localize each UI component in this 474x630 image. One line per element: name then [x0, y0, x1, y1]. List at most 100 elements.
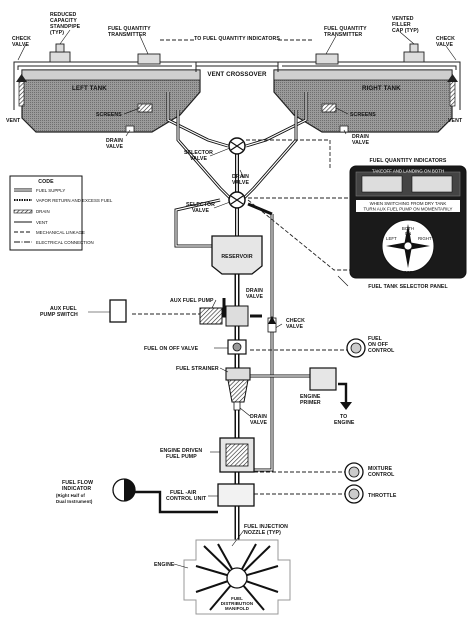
mixture-control-knob[interactable]	[344, 462, 364, 482]
label-check-valve-left-1: CHECK	[12, 36, 31, 42]
selector-both-on-label: ON	[405, 231, 412, 236]
right-fuel-gauge	[411, 175, 453, 193]
label-engine: ENGINE	[154, 562, 175, 568]
fuel-tank-selector-panel: TAKEOFF AND LANDING ON BOTH WHEN SWITCHI…	[349, 165, 467, 279]
label-fuel-air-control-2: CONTROL UNIT	[166, 496, 207, 502]
panel-warning-line-2: TURN AUX FUEL PUMP ON MOMENTARILY	[364, 207, 453, 212]
fuel-flow-indicator	[112, 478, 136, 502]
label-reduced-capacity-4: (TYP)	[50, 30, 64, 36]
throttle-knob[interactable]	[344, 484, 364, 504]
label-fuel-tank-selector-panel: FUEL TANK SELECTOR PANEL	[368, 284, 448, 290]
label-drain-valve-left-2: VALVE	[106, 144, 123, 150]
label-drain-valve-left-1: DRAIN	[106, 138, 123, 144]
legend-item: DRAIN	[36, 209, 50, 214]
label-reduced-capacity-1: REDUCED	[50, 12, 77, 18]
label-check-valve-right-2: VALVE	[436, 42, 453, 48]
label-to-indicators: TO FUEL QUANTITY INDICATORS	[194, 36, 280, 42]
screens	[125, 103, 349, 133]
panel-warning-line-1: WHEN SWITCHING FROM DRY TANK	[370, 201, 447, 206]
engine-driven-fuel-pump	[219, 437, 255, 473]
label-check-valve-mid-2: VALVE	[286, 324, 303, 330]
labels: REDUCED CAPACITY STANDPIPE (TYP) CHECK V…	[6, 12, 463, 611]
label-selector-valve-1-2: VALVE	[190, 156, 207, 162]
aux-fuel-pump-switch[interactable]	[109, 299, 127, 323]
label-fuel-strainer: FUEL STRAINER	[176, 366, 219, 372]
label-drain-valve-strainer-1: DRAIN	[250, 414, 267, 420]
legend-item: FUEL SUPPLY	[36, 188, 65, 193]
left-fuel-gauge	[361, 175, 403, 193]
label-check-valve-right-1: CHECK	[436, 36, 455, 42]
reservoir	[211, 235, 263, 275]
label-fuel-on-off-control-1: FUEL	[368, 336, 383, 342]
selector-off-label: OFF	[404, 270, 413, 275]
panel-top-text: TAKEOFF AND LANDING ON BOTH	[372, 169, 444, 174]
label-manifold-1: FUEL	[231, 596, 243, 601]
label-vented-filler-1: VENTED	[392, 16, 414, 22]
label-fuel-flow-indicator-4: Dual Instrument)	[56, 499, 93, 504]
label-fqt-left-1: FUEL QUANTITY	[108, 26, 151, 32]
vent-lines	[13, 61, 461, 110]
label-reduced-capacity-3: STANDPIPE	[50, 24, 81, 30]
check-valve-arrow	[267, 316, 277, 333]
label-right-tank: RIGHT TANK	[362, 85, 401, 92]
label-screens-left: SCREENS	[96, 112, 122, 118]
legend: CODE FUEL SUPPLY VAPOR RETURN AND EXCESS…	[9, 175, 113, 251]
label-fuel-on-off-control-3: CONTROL	[368, 348, 395, 354]
engine	[183, 539, 291, 615]
label-selector-valve-2-2: VALVE	[192, 208, 209, 214]
label-check-valve-left-2: VALVE	[12, 42, 29, 48]
label-fuel-quantity-indicators: FUEL QUANTITY INDICATORS	[370, 158, 447, 164]
label-drain-valve-right-1: DRAIN	[352, 134, 369, 140]
label-aux-fuel-pump-switch-1: AUX FUEL	[50, 306, 77, 312]
label-engine-driven-pump-1: ENGINE DRIVEN	[160, 448, 202, 454]
label-fqt-right-2: TRANSMITTER	[324, 32, 362, 38]
legend-item: MECHANICAL LINKAGE	[36, 230, 85, 235]
legend-swatch-drain	[13, 209, 33, 214]
engine-primer	[309, 367, 352, 410]
label-fuel-on-off-control-2: ON OFF	[368, 342, 388, 348]
label-selector-valve-2-1: SELECTOR	[186, 202, 215, 208]
label-aux-fuel-pump-switch-2: PUMP SWITCH	[40, 312, 78, 318]
selector-valve-2	[228, 191, 246, 209]
label-fuel-injection-nozzle-2: NOZZLE (TYP)	[244, 530, 281, 536]
vent-arrows	[16, 74, 458, 107]
leader-lines	[17, 29, 457, 569]
fuel-air-control-unit	[217, 483, 255, 507]
selector-right-label: RIGHT	[418, 236, 432, 241]
fuel-strainer	[225, 367, 251, 411]
legend-item: VENT	[36, 220, 48, 225]
label-fqt-left-2: TRANSMITTER	[108, 32, 146, 38]
label-fuel-flow-indicator-2: INDICATOR	[62, 486, 91, 492]
fuel-on-off-valve	[227, 339, 247, 355]
label-fqt-right-1: FUEL QUANTITY	[324, 26, 367, 32]
label-engine-driven-pump-2: FUEL PUMP	[166, 454, 197, 460]
label-drain-valve-res-1: DRAIN	[246, 288, 263, 294]
label-vented-filler-2: FILLER	[392, 22, 411, 28]
tank-top-fittings	[49, 43, 425, 65]
label-to-engine-1: TO	[340, 414, 347, 420]
label-drain-valve-right-2: VALVE	[352, 140, 369, 146]
label-drain-valve-strainer-2: VALVE	[250, 420, 267, 426]
label-reservoir: RESERVOIR	[221, 254, 253, 260]
label-drain-valve-center-1: DRAIN	[232, 174, 249, 180]
label-manifold-2: DISTRIBUTION	[221, 601, 253, 606]
label-reduced-capacity-2: CAPACITY	[50, 18, 77, 24]
label-left-tank: LEFT TANK	[72, 85, 107, 92]
legend-item: ELECTRICAL CONNECTION	[36, 240, 94, 245]
label-check-valve-mid-1: CHECK	[286, 318, 305, 324]
label-vent-right: VENT	[448, 118, 463, 124]
label-drain-valve-res-2: VALVE	[246, 294, 263, 300]
label-engine-primer-1: ENGINE	[300, 394, 321, 400]
selector-both-label: BOTH	[402, 226, 414, 231]
selector-valve-1	[228, 137, 246, 155]
label-engine-primer-2: PRIMER	[300, 400, 321, 406]
aux-fuel-pump	[199, 305, 249, 327]
label-fuel-injection-nozzle-1: FUEL INJECTION	[244, 524, 288, 530]
label-fuel-flow-indicator-3: (Right Half of	[56, 493, 85, 498]
fuel-on-off-control-knob[interactable]	[346, 338, 366, 358]
label-throttle: THROTTLE	[368, 493, 397, 499]
label-vent-left: VENT	[6, 118, 21, 124]
selector-left-label: LEFT	[386, 236, 397, 241]
label-mixture-control-1: MIXTURE	[368, 466, 392, 472]
